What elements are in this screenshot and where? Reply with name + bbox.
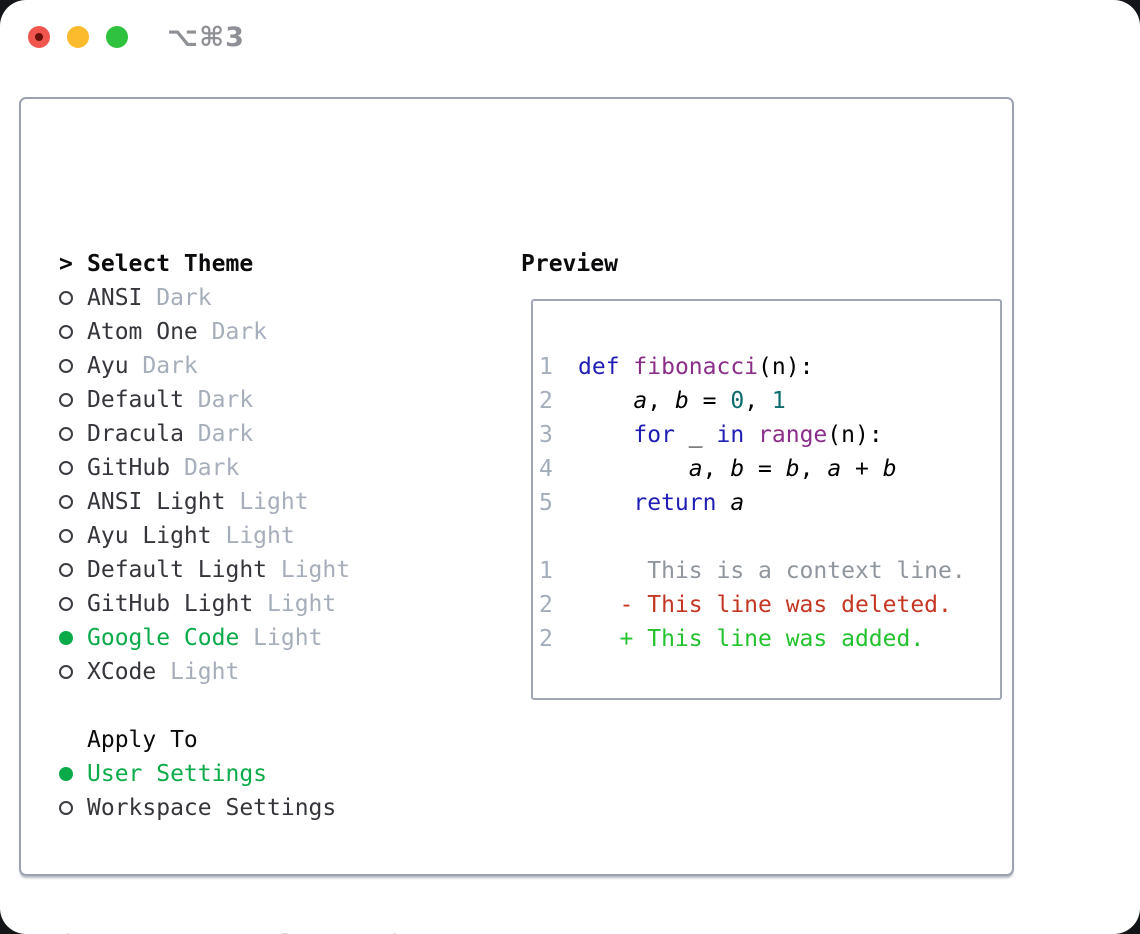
radio-icon [59,529,87,543]
theme-option-ansi[interactable]: ANSI Dark [59,281,350,315]
apply-to-title: Apply To [87,727,198,753]
keyboard-hint-line1: (Use Enter to select, Tab to [59,927,447,934]
titlebar: ⌥⌘3 [0,0,1140,76]
keyboard-hint: (Use Enter to select, Tab to change focu… [59,859,447,934]
theme-variant-tag: Light [267,557,351,583]
code-line: 1 This is a context line. [533,554,1000,588]
close-button[interactable] [28,26,50,48]
theme-variant-tag: Dark [183,387,254,413]
radio-icon [59,801,87,815]
window-title: ⌥⌘3 [167,22,245,53]
line-number: 5 [539,490,553,516]
radio-icon [59,461,87,475]
radio-selected-icon [59,631,87,645]
theme-variant-tag: Dark [128,353,198,379]
line-number: 2 [539,388,553,414]
focus-chevron-icon: > [59,251,73,277]
close-dot-icon [35,33,43,41]
code-line: 3 for _ in range(n): [533,418,1000,452]
theme-variant-tag: Dark [170,455,240,481]
option-label: Ayu Light [87,523,212,549]
radio-icon [59,597,87,611]
line-number: 2 [539,626,553,652]
theme-list-title: Select Theme [87,251,254,277]
theme-option-github[interactable]: GitHub Dark [59,451,350,485]
theme-option-atom-one[interactable]: Atom One Dark [59,315,350,349]
option-label: Workspace Settings [87,795,337,821]
radio-icon [59,393,87,407]
theme-variant-tag: Dark [183,421,254,447]
option-label: ANSI Light [87,489,226,515]
option-label: Atom One [87,319,198,345]
theme-variant-tag: Light [225,489,309,515]
theme-variant-tag: Light [211,523,295,549]
option-label: Default Light [87,557,268,583]
theme-variant-tag: Light [239,625,323,651]
apply-option-workspace-settings[interactable]: Workspace Settings [59,791,336,825]
maximize-button[interactable] [106,26,128,48]
theme-variant-tag: Light [253,591,337,617]
option-label: Google Code [87,625,240,651]
theme-option-ayu-light[interactable]: Ayu Light Light [59,519,350,553]
code-line: 2 + This line was added. [533,622,1000,656]
option-label: Default [87,387,184,413]
radio-selected-icon [59,767,87,781]
option-label: Ayu [87,353,129,379]
code-line [533,520,1000,554]
radio-icon [59,665,87,679]
apply-to-header-row: Apply To [59,723,336,757]
line-number: 2 [539,592,553,618]
theme-option-github-light[interactable]: GitHub Light Light [59,587,350,621]
theme-option-ansi-light[interactable]: ANSI Light Light [59,485,350,519]
radio-icon [59,427,87,441]
line-number: 4 [539,456,553,482]
code-line: 2 a, b = 0, 1 [533,384,1000,418]
option-label: GitHub Light [87,591,254,617]
code-line: 4 a, b = b, a + b [533,452,1000,486]
option-label: XCode [87,659,157,685]
theme-option-ayu[interactable]: Ayu Dark [59,349,350,383]
theme-option-default-light[interactable]: Default Light Light [59,553,350,587]
code-line: 2 - This line was deleted. [533,588,1000,622]
line-number: 1 [539,558,553,584]
radio-icon [59,291,87,305]
radio-icon [59,495,87,509]
option-label: User Settings [87,761,268,787]
radio-icon [59,325,87,339]
apply-option-user-settings[interactable]: User Settings [59,757,336,791]
option-label: Dracula [87,421,184,447]
preview-title: Preview [521,251,618,277]
theme-option-xcode[interactable]: XCode Light [59,655,350,689]
theme-option-google-code[interactable]: Google Code Light [59,621,350,655]
theme-variant-tag: Dark [142,285,212,311]
line-number: 3 [539,422,553,448]
radio-icon [59,563,87,577]
code-line: 5 return a [533,486,1000,520]
line-number: 1 [539,354,553,380]
theme-variant-tag: Light [156,659,240,685]
theme-list-header: > Select Theme [59,247,350,281]
option-label: GitHub [87,455,171,481]
theme-variant-tag: Dark [197,319,268,345]
theme-option-dracula[interactable]: Dracula Dark [59,417,350,451]
option-label: ANSI [87,285,143,311]
radio-icon [59,359,87,373]
theme-option-default[interactable]: Default Dark [59,383,350,417]
minimize-button[interactable] [67,26,89,48]
